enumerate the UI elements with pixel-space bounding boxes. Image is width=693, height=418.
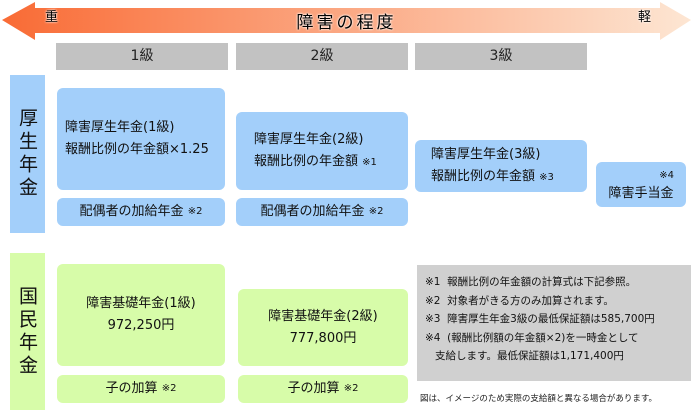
kokumin-grade1-box: 障害基礎年金(1級) 972,250円: [57, 264, 225, 366]
note-2: ※2 対象者がきる方のみ加算されます。: [425, 294, 614, 307]
kosei-label: 厚生年金: [10, 75, 45, 233]
note-1: ※1 報酬比例の年金額の計算式は下記参照。: [425, 276, 637, 288]
note-mark: ※2: [161, 383, 177, 394]
kosei-grade2-box: 障害厚生年金(2級) 報酬比例の年金額 ※1: [236, 112, 408, 190]
arrow-title: 障害の程度: [296, 13, 397, 33]
box-label: 子の加算: [105, 381, 158, 396]
note-mark: ※2: [187, 206, 203, 217]
kosei-grade1-spouse-box: 配偶者の加給年金 ※2: [57, 198, 225, 226]
severity-arrow: [2, 2, 691, 40]
footnote: 図は、イメージのため実際の支給額と異なる場合があります。: [420, 394, 657, 404]
kokumin-grade2-child-box: 子の加算 ※2: [238, 375, 408, 403]
box-amount: 報酬比例の年金額: [254, 153, 359, 169]
box-amount: 972,250円: [107, 318, 175, 333]
mild-label: 軽: [638, 10, 652, 25]
kokumin-label: 国民年金: [10, 253, 45, 410]
note-mark: ※3: [539, 171, 554, 183]
box-label: 子の加算: [287, 381, 340, 396]
box-title: 障害厚生年金(2級): [254, 131, 364, 147]
note-mark: ※2: [343, 383, 359, 394]
box-amount: 777,800円: [289, 330, 357, 346]
box-title: 障害基礎年金(1級): [86, 296, 196, 311]
note-mark: ※1: [362, 156, 377, 168]
kosei-grade3-box: 障害厚生年金(3級) 報酬比例の年金額 ※3: [415, 140, 587, 192]
teate-box: ※4 障害手当金: [596, 162, 686, 207]
box-amount: 報酬比例の年金額×1.25: [65, 142, 209, 157]
note-mark: ※2: [368, 206, 384, 217]
grade-1-header: 1級: [56, 43, 228, 70]
kosei-grade1-box: 障害厚生年金(1級) 報酬比例の年金額×1.25: [57, 88, 225, 190]
note-mark: ※4: [659, 169, 674, 181]
kokumin-grade1-child-box: 子の加算 ※2: [57, 375, 225, 403]
box-title: 障害厚生年金(1級): [65, 120, 175, 135]
box-title: 障害厚生年金(3級): [431, 146, 541, 162]
kokumin-grade2-box: 障害基礎年金(2級) 777,800円: [238, 289, 408, 366]
kosei-grade2-spouse-box: 配偶者の加給年金 ※2: [236, 198, 408, 226]
severe-label: 重: [45, 10, 59, 25]
box-label: 障害手当金: [608, 185, 674, 201]
box-label: 配偶者の加給年金: [260, 204, 365, 219]
note-3: ※3 障害厚生年金3級の最低保証額は585,700円: [425, 313, 655, 325]
grade-2-header: 2級: [236, 43, 408, 70]
box-title: 障害基礎年金(2級): [268, 308, 378, 324]
box-amount: 報酬比例の年金額: [431, 168, 536, 184]
box-label: 配偶者の加給年金: [79, 204, 184, 219]
note-4: ※4 (報酬比例額の年金額×2)を一時金として 支給します。最低保証額は1,17…: [425, 331, 639, 363]
notes-panel: ※1 報酬比例の年金額の計算式は下記参照。 ※2 対象者がきる方のみ加算されます…: [417, 265, 691, 381]
grade-3-header: 3級: [415, 43, 587, 70]
